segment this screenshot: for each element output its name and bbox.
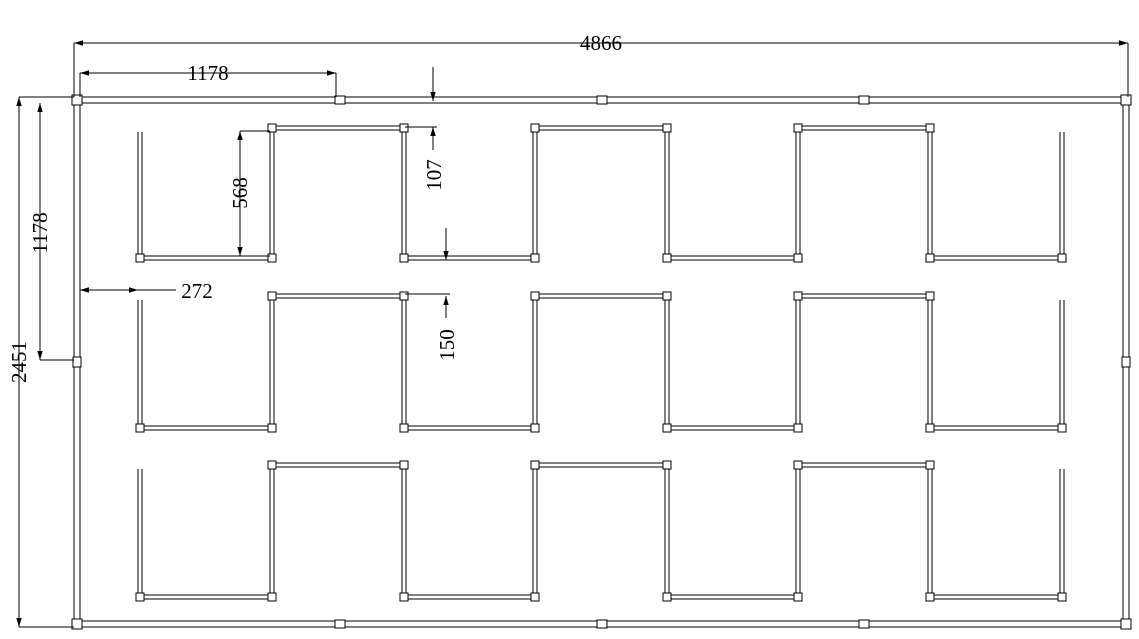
- connector-top-2: [596, 95, 608, 105]
- serpentine-pipe-outline: [137, 293, 1065, 431]
- elbow-fitting: [399, 460, 409, 470]
- outer-frame: [73, 96, 1130, 628]
- connector-right-mid: [1121, 356, 1131, 368]
- corner-fitting-tr: [1120, 94, 1132, 106]
- elbow-fitting: [267, 423, 277, 433]
- elbow-fitting: [793, 253, 803, 263]
- serpentine-pipe-outline: [137, 462, 1065, 600]
- connector-bottom-1: [334, 619, 346, 629]
- elbow-fitting: [530, 423, 540, 433]
- elbow-fitting: [399, 253, 409, 263]
- elbow-fitting: [267, 592, 277, 602]
- corner-fitting-br: [1120, 618, 1132, 630]
- elbow-fitting: [530, 253, 540, 263]
- corner-fitting-tl: [71, 94, 83, 106]
- dimension-lines: [16, 40, 1129, 628]
- elbow-fitting: [135, 592, 145, 602]
- elbow-fitting: [530, 291, 540, 301]
- elbow-fitting: [793, 460, 803, 470]
- connector-top-1: [334, 95, 346, 105]
- frame-fittings: [71, 94, 1132, 630]
- dim-text-overall-width: 4866: [580, 31, 622, 55]
- elbow-fitting: [267, 253, 277, 263]
- elbow-fitting: [135, 253, 145, 263]
- elbow-fitting: [925, 460, 935, 470]
- elbow-fitting: [1057, 253, 1067, 263]
- serpentine-pipe-interior: [138, 294, 1064, 430]
- dim-text-row-gap: 150: [435, 329, 459, 361]
- elbow-fitting: [662, 123, 672, 133]
- serpentine-pipe-interior: [138, 126, 1064, 260]
- elbow-fitting: [1057, 592, 1067, 602]
- elbow-fitting: [530, 460, 540, 470]
- serpentine-rows: [135, 123, 1067, 602]
- elbow-fitting: [267, 123, 277, 133]
- dim-text-left-segment: 1178: [28, 212, 52, 253]
- elbow-fitting: [267, 460, 277, 470]
- elbow-fitting: [925, 123, 935, 133]
- corner-fitting-bl: [71, 618, 83, 630]
- elbow-fitting: [399, 423, 409, 433]
- elbow-fitting: [793, 592, 803, 602]
- connector-bottom-3: [858, 619, 870, 629]
- serpentine-pipe-outline: [137, 125, 1065, 261]
- elbow-fitting: [793, 291, 803, 301]
- dimension-texts: 4866 1178 2451 1178 272 568 107 150: [7, 31, 622, 383]
- elbow-fitting: [399, 592, 409, 602]
- serpentine-pipe-interior: [138, 463, 1064, 599]
- dim-text-top-segment: 1178: [187, 61, 228, 85]
- elbow-fitting: [662, 253, 672, 263]
- dim-text-overall-height: 2451: [7, 341, 31, 383]
- elbow-fitting: [399, 291, 409, 301]
- elbow-fitting: [662, 592, 672, 602]
- elbow-fitting: [662, 291, 672, 301]
- connector-bottom-2: [596, 619, 608, 629]
- dim-text-top-gap: 107: [422, 159, 446, 191]
- elbow-fitting: [925, 291, 935, 301]
- elbow-fitting: [267, 291, 277, 301]
- elbow-fitting: [793, 423, 803, 433]
- elbow-fitting: [399, 123, 409, 133]
- dim-text-side-offset: 272: [181, 279, 213, 303]
- dim-text-u-depth: 568: [228, 177, 252, 209]
- elbow-fitting: [925, 253, 935, 263]
- elbow-fitting: [530, 123, 540, 133]
- elbow-fitting: [793, 123, 803, 133]
- elbow-fitting: [662, 460, 672, 470]
- elbow-fitting: [1057, 423, 1067, 433]
- connector-top-3: [858, 95, 870, 105]
- elbow-fitting: [135, 423, 145, 433]
- elbow-fitting: [530, 592, 540, 602]
- elbow-fitting: [662, 423, 672, 433]
- elbow-fitting: [925, 592, 935, 602]
- elbow-fitting: [925, 423, 935, 433]
- connector-left-mid: [72, 356, 82, 368]
